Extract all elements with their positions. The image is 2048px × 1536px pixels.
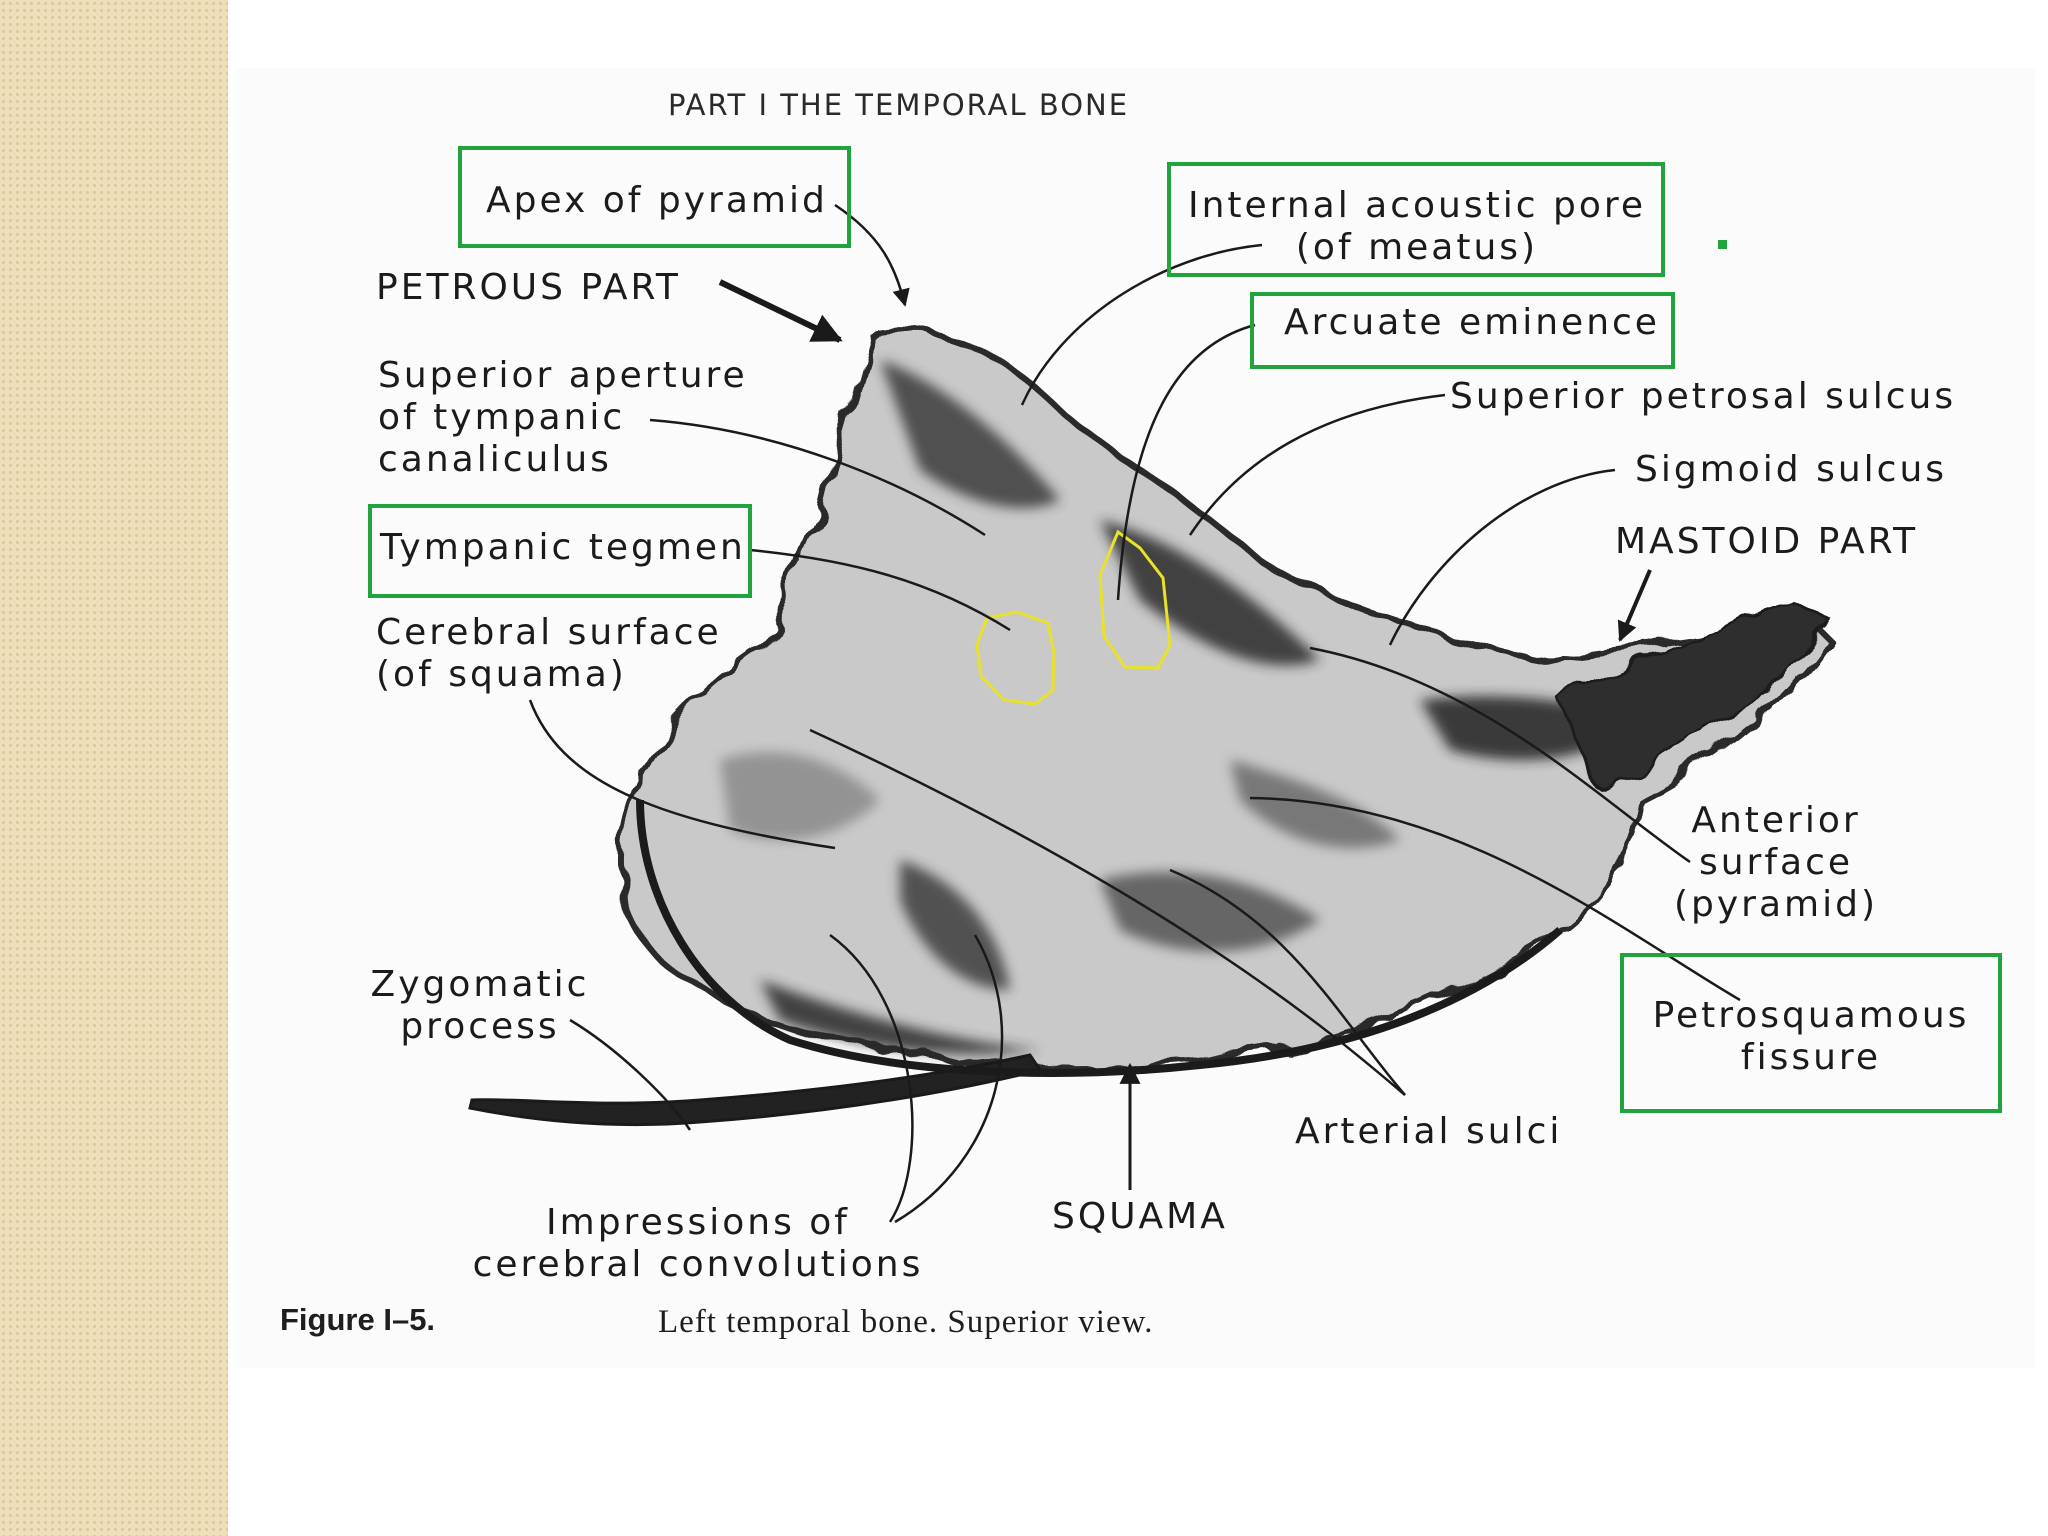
label-anterior-surface-line3: (pyramid): [1673, 884, 1879, 925]
label-tympanic-tegmen: Tympanic tegmen: [380, 527, 746, 568]
label-internal-acoustic-pore: Internal acoustic pore (of meatus): [1182, 185, 1652, 269]
zygomatic-process: [468, 1053, 1043, 1127]
label-impressions-line1: Impressions of: [546, 1202, 850, 1243]
label-squama: SQUAMA: [1052, 1196, 1228, 1237]
label-internal-acoustic-pore-line2: (of meatus): [1295, 227, 1539, 268]
label-impressions: Impressions of cerebral convolutions: [468, 1202, 928, 1286]
label-sigmoid-sulcus: Sigmoid sulcus: [1635, 449, 1948, 490]
label-zygomatic-process: Zygomatic process: [370, 964, 590, 1048]
label-anterior-surface-line2: surface: [1698, 842, 1854, 883]
page-header: PART I THE TEMPORAL BONE: [668, 88, 1130, 122]
label-superior-aperture-line1: Superior aperture: [378, 355, 748, 396]
yellow-outline-tegmen: [975, 610, 1056, 706]
label-impressions-line2: cerebral convolutions: [472, 1244, 924, 1285]
label-arterial-sulci: Arterial sulci: [1295, 1111, 1563, 1152]
bone-shading: [720, 360, 1640, 1054]
highlight-box-internal-pore: [1167, 162, 1665, 277]
squama-edge: [636, 799, 1563, 1077]
label-zygomatic-process-line2: process: [400, 1006, 560, 1047]
label-petrosquamous-fissure: Petrosquamous fissure: [1630, 995, 1992, 1079]
label-anterior-surface: Anterior surface (pyramid): [1660, 800, 1892, 926]
figure-number: Figure I–5.: [280, 1302, 436, 1337]
label-petrosquamous-fissure-line1: Petrosquamous: [1652, 995, 1970, 1036]
mastoid-spikes: [1558, 598, 1833, 793]
highlight-box-tympanic-tegmen: [368, 504, 752, 598]
label-superior-aperture-line3: canaliculus: [378, 439, 612, 480]
label-superior-aperture-line2: of tympanic: [378, 397, 626, 438]
label-cerebral-surface: Cerebral surface (of squama): [376, 612, 722, 696]
label-cerebral-surface-line1: Cerebral surface: [376, 612, 722, 653]
slide-side-stripe: [0, 0, 228, 1536]
label-arcuate-eminence: Arcuate eminence: [1284, 302, 1660, 343]
label-superior-aperture: Superior aperture of tympanic canaliculu…: [378, 355, 748, 481]
highlight-box-petrosquamous: [1620, 953, 2002, 1113]
figure-caption: Left temporal bone. Superior view.: [658, 1304, 1154, 1340]
label-cerebral-surface-line2: (of squama): [376, 654, 627, 695]
label-anterior-surface-line1: Anterior: [1691, 800, 1861, 841]
label-petrous-part: PETROUS PART: [376, 267, 681, 308]
highlight-box-apex: [458, 146, 851, 248]
yellow-outline-arcuate: [1098, 529, 1172, 670]
label-mastoid-part: MASTOID PART: [1615, 521, 1919, 562]
leader-lines: [528, 203, 1741, 1224]
highlight-box-arcuate: [1250, 292, 1675, 369]
label-zygomatic-process-line1: Zygomatic: [370, 964, 590, 1005]
label-petrosquamous-fissure-line2: fissure: [1740, 1037, 1882, 1078]
label-superior-petrosal-sulcus: Superior petrosal sulcus: [1450, 376, 1957, 417]
label-apex-of-pyramid: Apex of pyramid: [486, 180, 828, 221]
green-dot-mark: [1718, 240, 1727, 249]
label-internal-acoustic-pore-line1: Internal acoustic pore: [1187, 185, 1647, 226]
